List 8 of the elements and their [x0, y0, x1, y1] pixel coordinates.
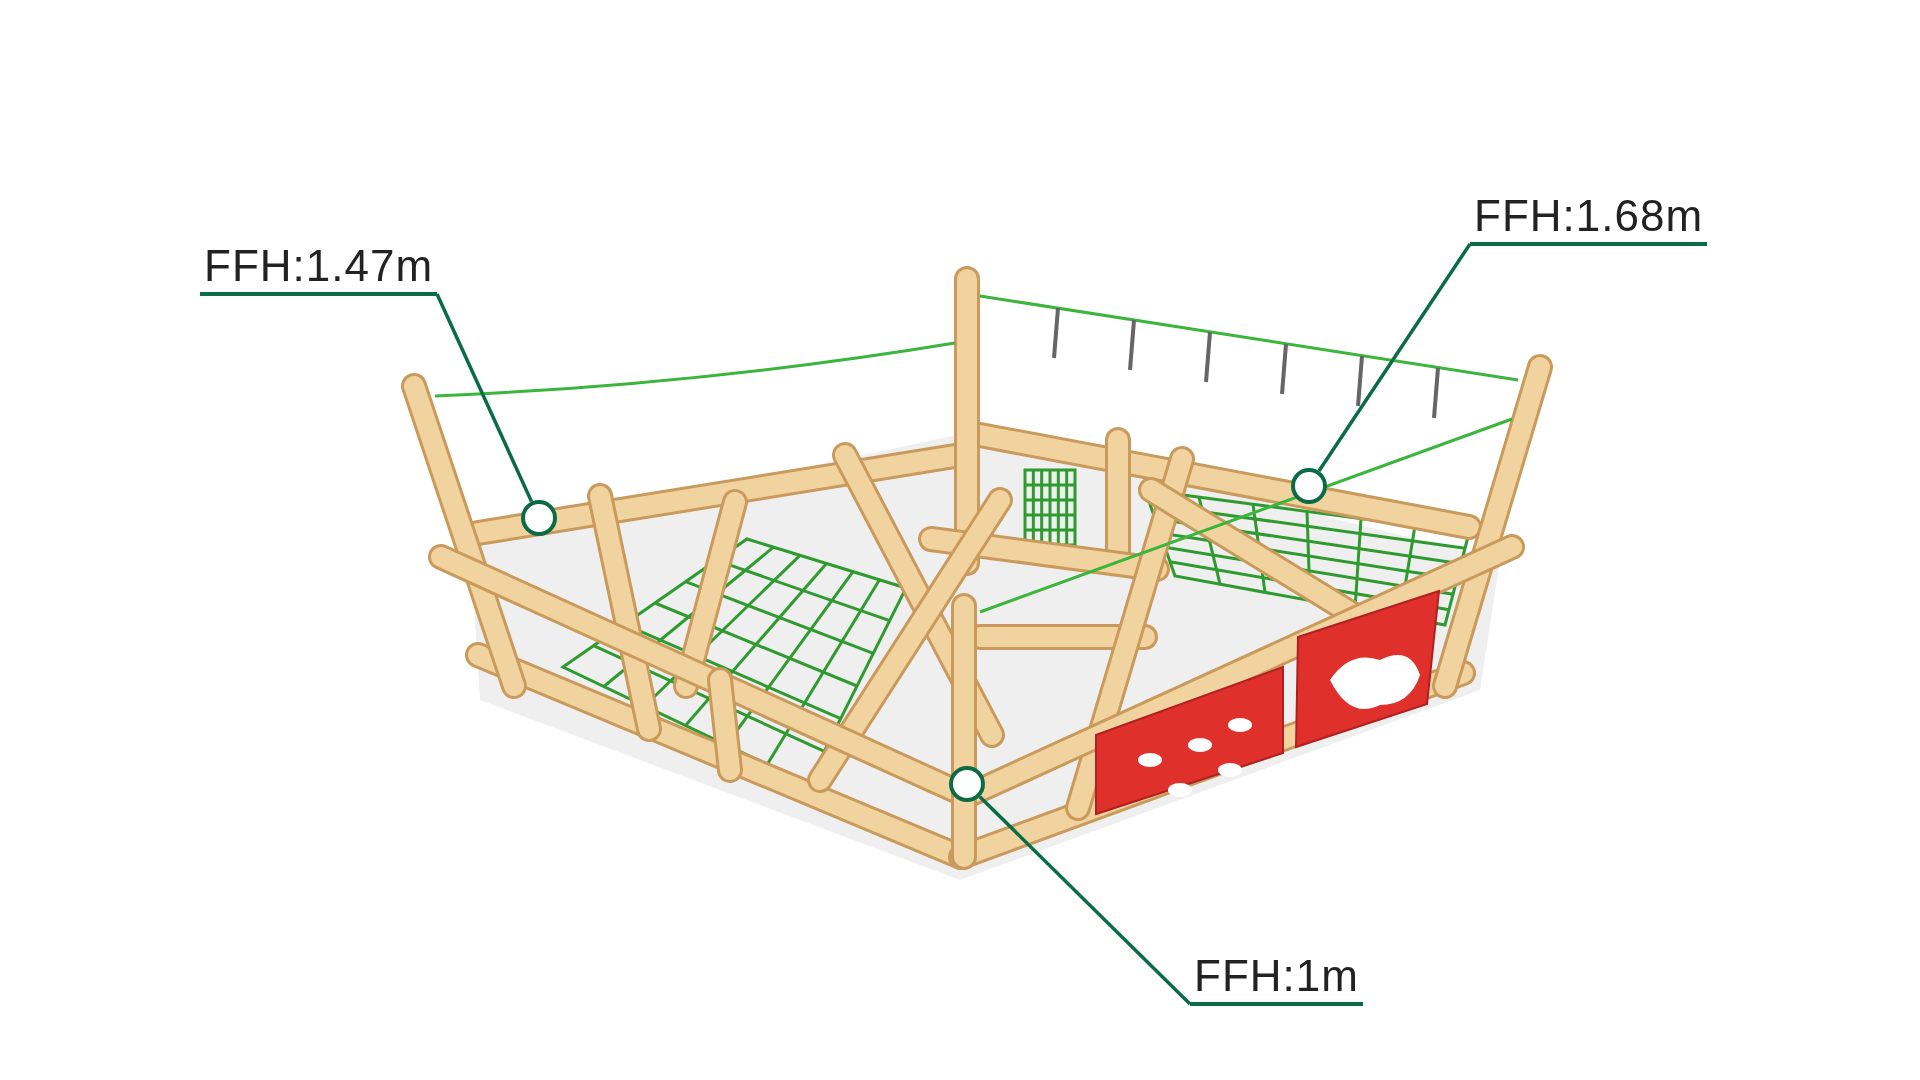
callout-marker [1291, 468, 1327, 504]
leader-line [1317, 243, 1472, 472]
height-label: FFH:1m [1190, 950, 1363, 1006]
callout-marker [521, 500, 557, 536]
leader-line [978, 795, 1192, 1006]
height-label: FFH:1.68m [1470, 190, 1708, 246]
height-label: FFH:1.47m [200, 240, 438, 296]
leader-line [435, 293, 534, 503]
